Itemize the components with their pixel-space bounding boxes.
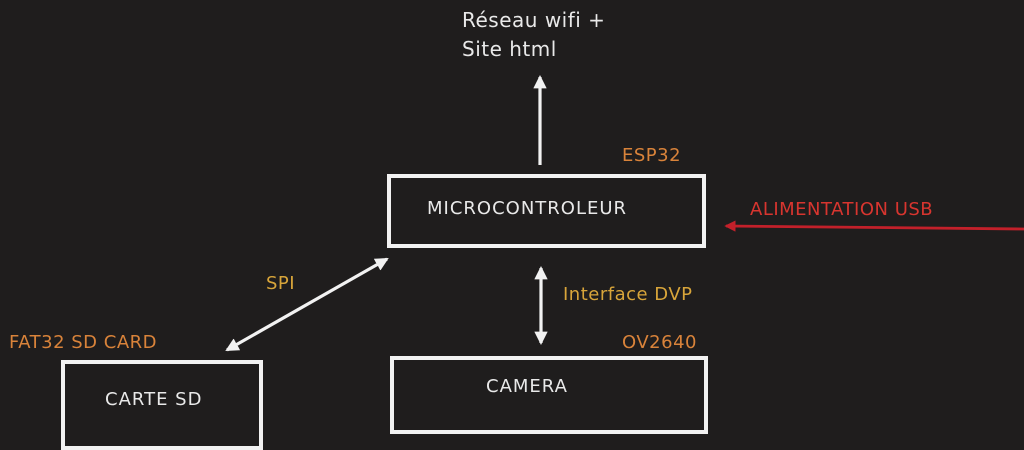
microcontroller-label: MICROCONTROLEUR — [427, 198, 628, 219]
sdcard-label: CARTE SD — [105, 389, 203, 410]
network-label-line2: Site html — [462, 37, 557, 61]
sdcard-box: CARTE SD — [61, 360, 263, 450]
camera-box: CAMERA — [390, 356, 708, 434]
power-label: ALIMENTATION USB — [750, 199, 934, 220]
connection-arrows — [225, 74, 1024, 352]
camera-label: CAMERA — [486, 376, 568, 397]
camera-tag: OV2640 — [622, 332, 697, 353]
network-label-line1: Réseau wifi + — [462, 8, 606, 32]
arrow-mcu-sdcard-spi — [225, 257, 389, 352]
diagram-canvas: Réseau wifi + Site html ESP32 MICROCONTR… — [9, 8, 1024, 450]
microcontroller-box: MICROCONTROLEUR — [387, 174, 706, 248]
esp32-label: ESP32 — [622, 145, 682, 166]
spi-label: SPI — [266, 273, 296, 294]
arrow-power-usb — [724, 220, 1024, 232]
dvp-label: Interface DVP — [563, 284, 693, 305]
sdcard-tag: FAT32 SD CARD — [9, 332, 157, 353]
